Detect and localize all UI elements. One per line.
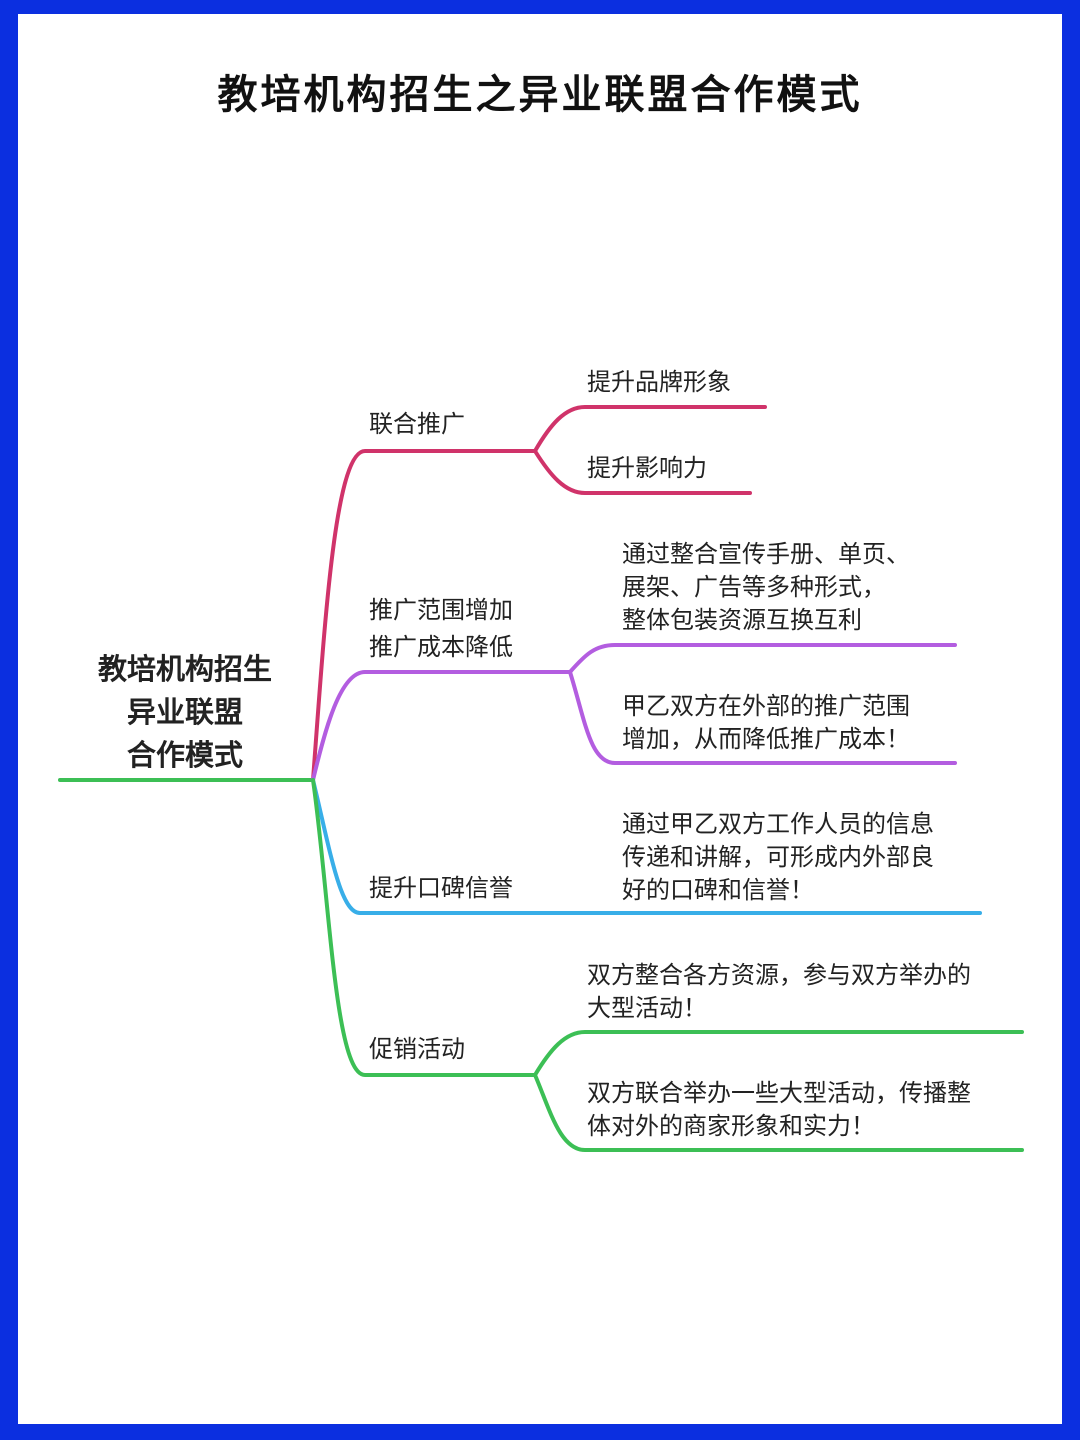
branch-scope-line: 推广范围增加 — [369, 596, 513, 624]
leaf-brand-image: 提升品牌形象 — [587, 368, 731, 396]
text-line: 甲乙双方在外部的推广范围 — [622, 692, 910, 720]
branch-cost-line: 推广成本降低 — [369, 633, 513, 661]
leaf-line-integration — [568, 643, 957, 674]
leaf-joint-events: 双方联合举办一些大型活动，传播整 体对外的商家形象和实力！ — [587, 1077, 971, 1143]
branch-line-reputation — [311, 778, 982, 915]
page-title: 教培机构招生之异业联盟合作模式 — [217, 71, 863, 118]
leaf-scope: 甲乙双方在外部的推广范围 增加，从而降低推广成本！ — [622, 690, 910, 756]
leaf-influence: 提升影响力 — [587, 454, 707, 482]
root-line-2: 异业联盟 — [126, 695, 243, 729]
text-line: 传递和讲解，可形成内外部良 — [622, 843, 934, 871]
canvas — [18, 14, 1062, 1424]
text-line: 好的口碑和信誉！ — [622, 876, 814, 904]
leaf-line-brand-image — [533, 405, 767, 453]
text-line: 展架、广告等多种形式， — [622, 573, 886, 601]
leaf-line-scope — [568, 670, 957, 765]
branch-line-scope-cost — [311, 670, 572, 782]
leaf-reputation: 通过甲乙双方工作人员的信息 传递和讲解，可形成内外部良 好的口碑和信誉！ — [622, 808, 934, 907]
leaf-line-joint-events — [533, 1073, 1024, 1152]
leaf-line-resources — [533, 1030, 1024, 1077]
branch-scope-cost: 推广范围增加 推广成本降低 — [369, 592, 513, 666]
text-line: 通过甲乙双方工作人员的信息 — [622, 810, 934, 838]
root-line-1: 教培机构招生 — [97, 652, 272, 686]
text-line: 通过整合宣传手册、单页、 — [622, 540, 910, 568]
text-line: 双方整合各方资源，参与双方举办的 — [587, 961, 971, 989]
branch-reputation: 提升口碑信誉 — [369, 874, 513, 902]
text-line: 增加，从而降低推广成本！ — [622, 725, 910, 753]
branch-promotion-activity: 促销活动 — [369, 1035, 465, 1063]
text-line: 体对外的商家形象和实力！ — [587, 1112, 875, 1140]
leaf-integration: 通过整合宣传手册、单页、 展架、广告等多种形式， 整体包装资源互换互利 — [622, 538, 910, 637]
branch-line-joint-promotion — [311, 449, 537, 782]
leaf-line-influence — [533, 449, 752, 495]
root-line-3: 合作模式 — [126, 738, 243, 772]
text-line: 大型活动！ — [587, 994, 707, 1022]
branch-joint-promotion: 联合推广 — [369, 410, 465, 438]
text-line: 整体包装资源互换互利 — [622, 606, 862, 634]
root-node: 教培机构招生 异业联盟 合作模式 — [70, 648, 300, 777]
leaf-resources: 双方整合各方资源，参与双方举办的 大型活动！ — [587, 959, 971, 1025]
branch-line-promotion-activity — [311, 778, 537, 1077]
text-line: 双方联合举办一些大型活动，传播整 — [587, 1079, 971, 1107]
